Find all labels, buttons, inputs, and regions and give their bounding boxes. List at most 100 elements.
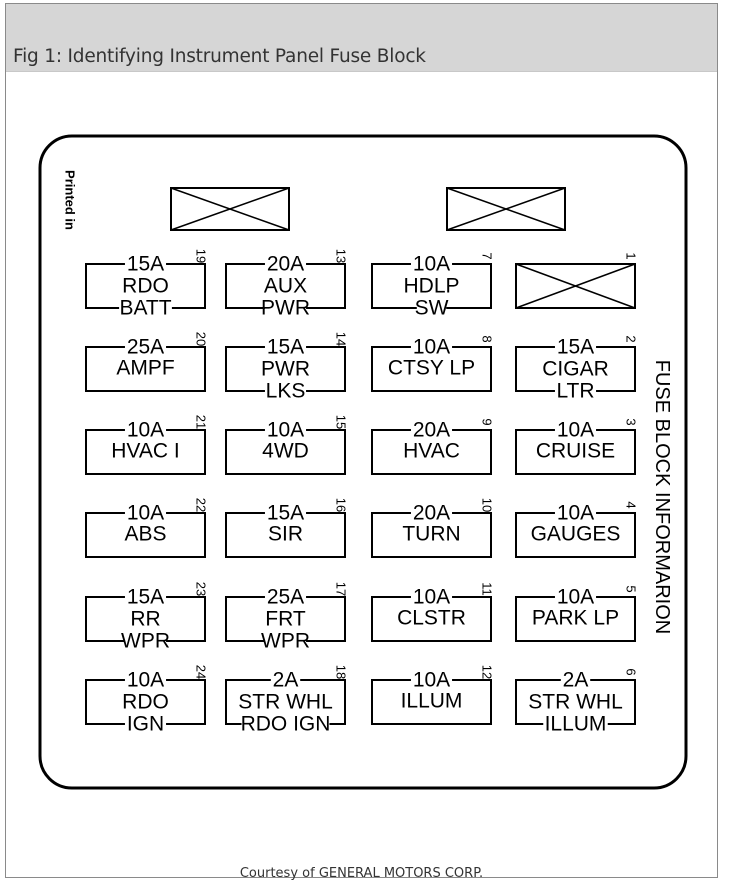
- fuse-number: 22: [194, 498, 209, 512]
- fuse-amperage: 15A: [267, 502, 304, 525]
- fuse-number: 4: [624, 501, 639, 508]
- fuse-amperage: 10A: [557, 586, 594, 609]
- fuse-amperage: 10A: [413, 586, 450, 609]
- fuse-circuit-sublabel: WPR: [121, 630, 170, 653]
- fuse-number: 5: [624, 585, 639, 592]
- fuse-circuit-sublabel: WPR: [261, 630, 310, 653]
- fuse-circuit-sublabel: IGN: [127, 713, 164, 736]
- fuse-grid: 1915ARDOBATT1320AAUXPWR710AHDLPSW12025AA…: [85, 249, 639, 736]
- fuse-circuit-label: HDLP: [403, 275, 459, 298]
- fuse-amperage: 2A: [273, 669, 299, 692]
- fuse-amperage: 10A: [413, 336, 450, 359]
- fuse-circuit-label: HVAC: [403, 440, 460, 463]
- fuse-amperage: 15A: [127, 253, 164, 276]
- fuse-amperage: 10A: [127, 502, 164, 525]
- figure-frame: Fig 1: Identifying Instrument Panel Fuse…: [5, 3, 718, 881]
- fuse-circuit-sublabel: PWR: [261, 297, 310, 320]
- fuse-number: 3: [624, 418, 639, 425]
- fuse-amperage: 10A: [557, 419, 594, 442]
- figure-title: Fig 1: Identifying Instrument Panel Fuse…: [13, 46, 426, 67]
- fuse-amperage: 20A: [413, 419, 450, 442]
- fuse-circuit-sublabel: LKS: [266, 380, 306, 403]
- fuse-circuit-label: HVAC I: [111, 440, 179, 463]
- fuse-circuit-label: CLSTR: [397, 607, 466, 630]
- fuse-number: 7: [480, 252, 495, 259]
- fuse-amperage: 25A: [127, 336, 164, 359]
- fuse-amperage: 10A: [127, 669, 164, 692]
- fuse-number: 10: [480, 498, 495, 512]
- fuse-amperage: 20A: [413, 502, 450, 525]
- fuse-circuit-label: STR WHL: [238, 691, 333, 714]
- fuse-number: 18: [334, 665, 349, 679]
- fuse-amperage: 15A: [557, 336, 594, 359]
- fuse-circuit-label: RR: [130, 608, 160, 631]
- fuse-amperage: 10A: [413, 253, 450, 276]
- fuse-circuit-label: PARK LP: [532, 607, 619, 630]
- fuse-circuit-label: RDO: [122, 275, 169, 298]
- fuse-slot-1: 1: [515, 252, 639, 309]
- fuse-number: 12: [480, 665, 495, 679]
- fuse-number: 17: [334, 582, 349, 596]
- fuse-circuit-label: AMPF: [116, 357, 174, 380]
- fuse-circuit-sublabel: ILLUM: [545, 713, 607, 736]
- fuse-circuit-label: TURN: [402, 523, 460, 546]
- fuse-circuit-label: ILLUM: [401, 690, 463, 713]
- fuse-block-side-label: FUSE BLOCK INFORMARION: [651, 360, 673, 634]
- fuse-amperage: 10A: [267, 419, 304, 442]
- fuse-number: 2: [624, 335, 639, 342]
- fuse-amperage: 10A: [413, 669, 450, 692]
- fuse-circuit-label: CRUISE: [536, 440, 615, 463]
- fuse-circuit-sublabel: LTR: [556, 380, 594, 403]
- fuse-number: 23: [194, 582, 209, 596]
- fuse-number: 11: [480, 582, 495, 596]
- fuse-circuit-label: SIR: [268, 523, 303, 546]
- fuse-circuit-label: FRT: [265, 608, 306, 631]
- fuse-circuit-label: AUX: [264, 275, 307, 298]
- fuse-amperage: 15A: [267, 336, 304, 359]
- fuse-number: 8: [480, 335, 495, 342]
- fuse-amperage: 15A: [127, 586, 164, 609]
- fuse-number: 24: [194, 665, 209, 679]
- fuse-circuit-label: GAUGES: [531, 523, 621, 546]
- fuse-circuit-sublabel: BATT: [119, 297, 171, 320]
- fuse-circuit-label: STR WHL: [528, 691, 623, 714]
- figure-header: Fig 1: Identifying Instrument Panel Fuse…: [6, 4, 717, 72]
- fuse-number: 20: [194, 332, 209, 346]
- fuse-circuit-label: 4WD: [262, 440, 309, 463]
- fuse-amperage: 20A: [267, 253, 304, 276]
- fuse-number: 19: [194, 249, 209, 263]
- fuse-number: 9: [480, 418, 495, 425]
- printed-in-label: Printed in: [63, 170, 78, 230]
- figure-credit: Courtesy of GENERAL MOTORS CORP.: [239, 866, 484, 881]
- fuse-amperage: 10A: [127, 419, 164, 442]
- relay-slot-left: [170, 187, 290, 231]
- relay-slot-right: [446, 187, 566, 231]
- fuse-circuit-sublabel: SW: [415, 297, 449, 320]
- fuse-number: 1: [624, 252, 639, 259]
- fuse-circuit-label: RDO: [122, 691, 169, 714]
- fuse-circuit-label: CTSY LP: [388, 357, 475, 380]
